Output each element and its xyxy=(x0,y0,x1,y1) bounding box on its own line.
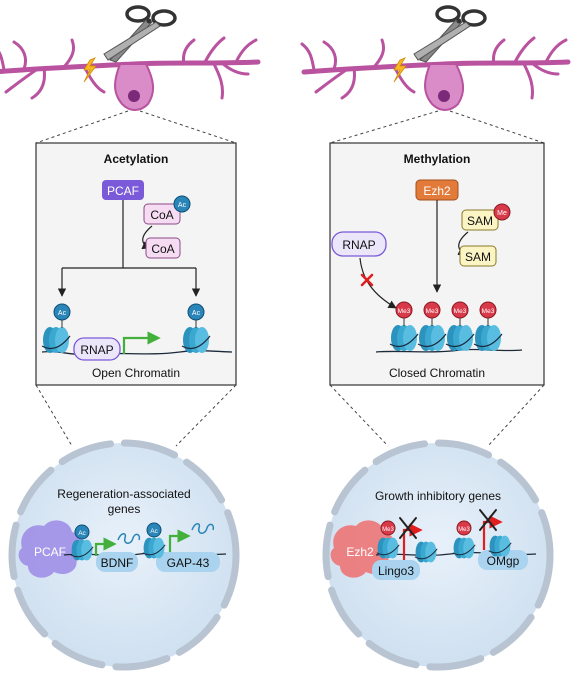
blocked-x-lingo3-icon xyxy=(399,517,417,539)
me-badge-sam xyxy=(493,203,511,221)
bdnf-gene-box xyxy=(96,552,138,572)
transcription-arrow-left xyxy=(122,331,161,354)
nucleosome-closed-4 xyxy=(473,324,503,352)
sam-out-label: SAM xyxy=(465,250,491,264)
mrna-squiggle-1 xyxy=(117,533,141,544)
rnap-box-left xyxy=(73,337,121,361)
rnap-label-left: RNAP xyxy=(80,343,113,357)
acetylation-panel: Acetylation PCAF CoA Ac CoA Ac Ac RNAP O… xyxy=(35,142,237,386)
nucleosome-left-nuc-2 xyxy=(142,537,166,559)
open-chromatin-label: Open Chromatin xyxy=(92,366,180,380)
transcription-arrow-gap43 xyxy=(168,529,191,552)
blocked-arrow-omgp xyxy=(482,515,503,550)
nucleosome-closed-1 xyxy=(389,324,419,352)
methylation-title: Methylation xyxy=(404,152,471,166)
closed-chromatin-label: Closed Chromatin xyxy=(389,366,485,380)
nucleosome-right xyxy=(181,326,211,354)
coa-out-label: CoA xyxy=(151,242,174,256)
nucleosome-right-nuc-4 xyxy=(488,535,512,557)
me3-badges: Me3 Me3 Me3 Me3 xyxy=(395,301,497,326)
me3-badge-nuc-1-label: Me3 xyxy=(382,527,394,533)
ezh2-label: Ezh2 xyxy=(423,184,451,198)
left-scissors-icon xyxy=(102,5,177,64)
nucleosome-closed-3 xyxy=(445,324,475,352)
nucleosome-right-nuc-1 xyxy=(376,537,400,559)
blocked-x-omgp-icon xyxy=(479,509,497,531)
methylation-panel: Methylation Ezh2 SAM Me SAM RNAP Me3 Me xyxy=(329,142,545,386)
omgp-gene-box xyxy=(478,550,528,570)
left-nucleus: Regeneration-associated genes PCAF BDNF … xyxy=(8,439,240,671)
pcaf-nucleus-label: PCAF xyxy=(34,545,66,559)
rnap-box-right xyxy=(331,231,387,257)
left-neuron xyxy=(0,38,258,110)
zoom-lines-bottom xyxy=(35,384,545,447)
me3-badge-nuc-2 xyxy=(456,520,472,536)
me3-badge-4: Me3 xyxy=(482,308,495,315)
ac-badge-nuc-2 xyxy=(146,522,162,538)
right-scissors-icon xyxy=(412,5,487,64)
ac-badge-nuc-1 xyxy=(74,524,90,540)
blocked-x-icon xyxy=(360,273,374,287)
me3-badge-1: Me3 xyxy=(398,308,411,315)
sam-in-box xyxy=(461,209,499,231)
nucleosome-left xyxy=(41,326,71,354)
zoom-lines-top xyxy=(35,110,545,144)
growth-inhibitory-title: Growth inhibitory genes xyxy=(375,489,501,503)
acetylation-title: Acetylation xyxy=(104,152,169,166)
me3-badge-2: Me3 xyxy=(426,308,439,315)
open-dna-strand xyxy=(41,350,233,356)
right-nucleus: Growth inhibitory genes Ezh2 Lingo3 OMgp… xyxy=(322,439,554,671)
ac-badge-coa-label: Ac xyxy=(178,202,187,209)
transcription-arrow-bdnf xyxy=(94,537,117,556)
ac-badge-right-label: Ac xyxy=(192,310,201,317)
lingo3-label: Lingo3 xyxy=(378,564,414,578)
me3-badge-3: Me3 xyxy=(454,308,467,315)
pcaf-box xyxy=(102,180,144,200)
me-badge-sam-label: Me xyxy=(497,210,507,217)
ac-badge-coa xyxy=(173,195,191,213)
coa-out-box xyxy=(145,237,181,259)
blocked-arrow-lingo3 xyxy=(402,523,423,560)
coa-in-label: CoA xyxy=(150,208,173,222)
sam-in-label: SAM xyxy=(467,214,493,228)
nucleosome-closed-2 xyxy=(417,324,447,352)
left-lightning-icon xyxy=(83,57,97,83)
ezh2-nucleus-label: Ezh2 xyxy=(346,545,374,559)
regeneration-title-1: Regeneration-associated xyxy=(57,487,190,501)
omgp-label: OMgp xyxy=(487,554,520,568)
ac-badge-nuc-2-label: Ac xyxy=(150,528,158,535)
me3-badge-nuc-1 xyxy=(380,520,396,536)
pcaf-protein-blob xyxy=(18,520,83,578)
lingo3-gene-box xyxy=(372,560,420,580)
ac-badge-nuc-1-label: Ac xyxy=(78,530,86,537)
rnap-blocked-arrow xyxy=(359,257,397,309)
ac-badge-left-label: Ac xyxy=(58,310,67,317)
rnap-label-right: RNAP xyxy=(342,238,375,252)
regeneration-title-2: genes xyxy=(108,502,141,516)
bdnf-label: BDNF xyxy=(101,556,134,570)
sam-out-box xyxy=(459,245,497,267)
nucleosome-left-nuc-1 xyxy=(70,539,94,561)
nucleosome-right-nuc-3 xyxy=(452,537,476,559)
me3-badge-nuc-2-label: Me3 xyxy=(458,527,470,533)
mrna-squiggle-2 xyxy=(191,523,215,534)
nucleosome-right-nuc-2 xyxy=(414,541,438,563)
gap43-gene-box xyxy=(156,552,220,572)
pcaf-label: PCAF xyxy=(107,184,139,198)
gap43-label: GAP-43 xyxy=(167,556,210,570)
coa-in-box xyxy=(143,203,181,225)
right-lightning-icon xyxy=(393,57,407,83)
